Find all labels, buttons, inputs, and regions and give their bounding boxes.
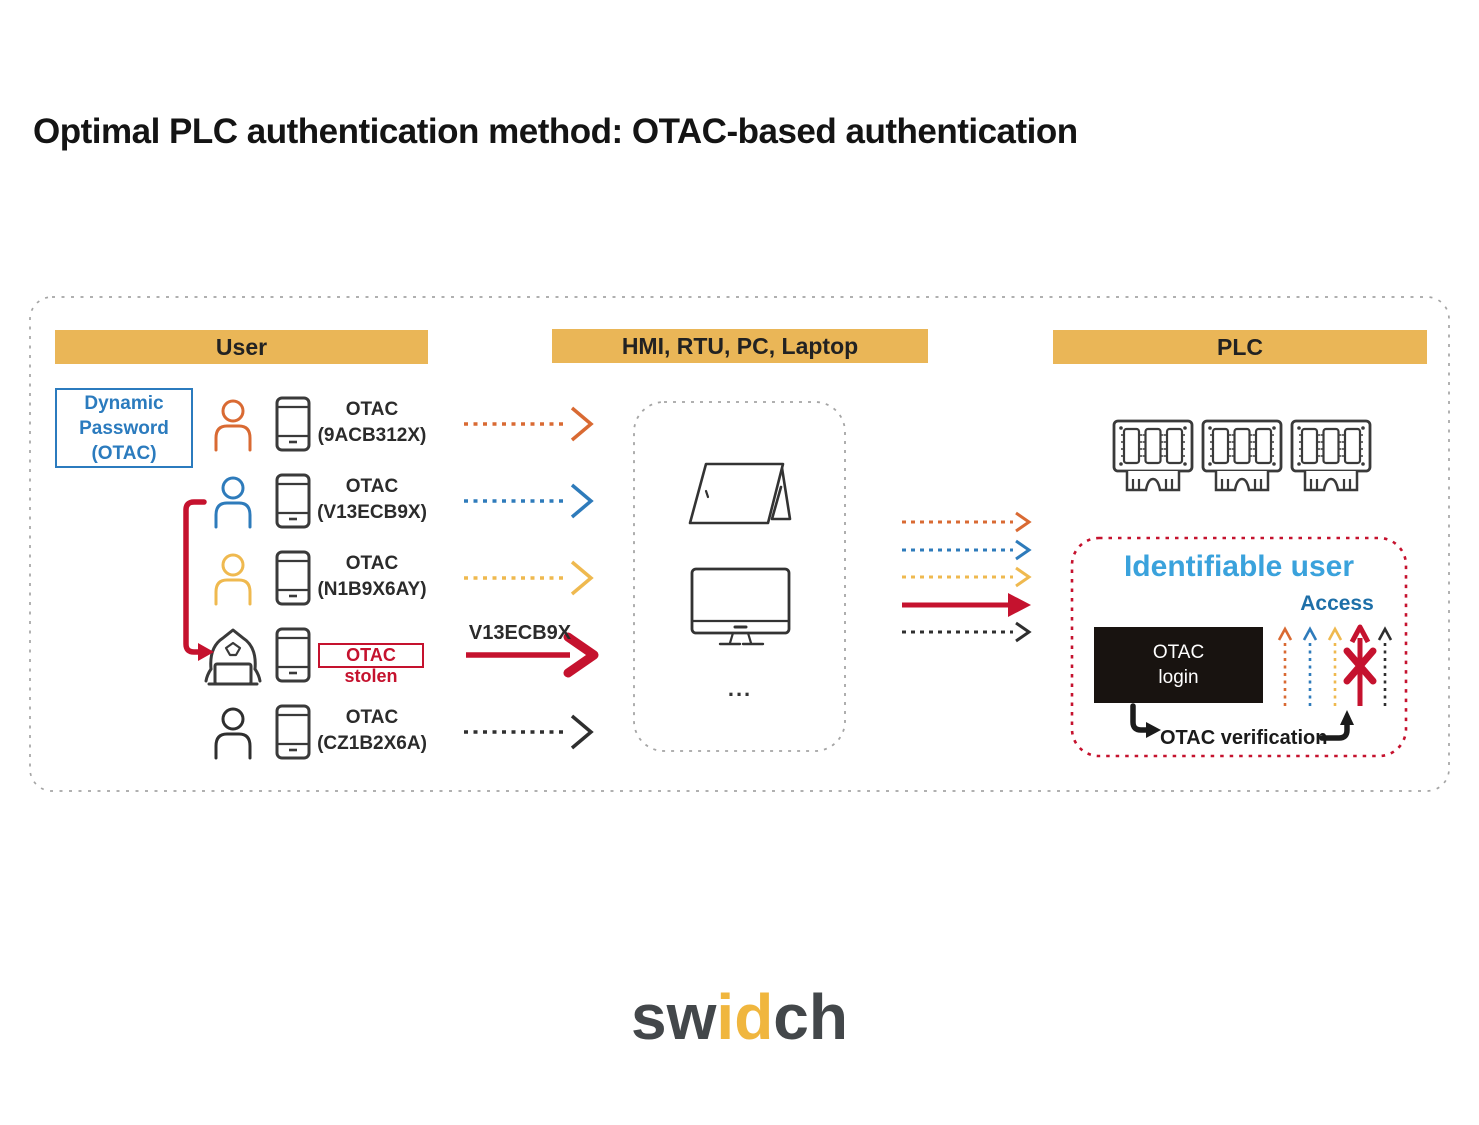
arrow-blue-dashed bbox=[464, 483, 594, 519]
access-arrows bbox=[1277, 624, 1393, 706]
phone-icon bbox=[275, 627, 311, 683]
otac-code: (N1B9X6AY) bbox=[317, 579, 427, 600]
otac-label-row2: OTAC (V13ECB9X) bbox=[312, 474, 432, 526]
phone-icons bbox=[275, 396, 311, 760]
verification-elbow-right bbox=[1319, 710, 1354, 741]
dynamic-password-line3: (OTAC) bbox=[91, 442, 157, 464]
arrow-yellow-dashed bbox=[464, 560, 594, 596]
otac-label-row3: OTAC (N1B9X6AY) bbox=[312, 551, 432, 603]
arrow-red-solid bbox=[466, 632, 599, 678]
arrow-red-solid bbox=[902, 593, 1031, 617]
access-arrow-orange bbox=[1277, 626, 1293, 706]
otac-code: (9ACB312X) bbox=[317, 425, 427, 446]
otac-code: (CZ1B2X6A) bbox=[317, 733, 427, 754]
arrow-blue-dashed bbox=[902, 539, 1032, 561]
plc-module-icon bbox=[1201, 419, 1283, 492]
user-icon-dark bbox=[214, 707, 252, 760]
swidch-logo: swidch bbox=[0, 980, 1479, 1054]
device-to-plc-arrows bbox=[902, 511, 1032, 643]
stolen-code-label: V13ECB9X bbox=[468, 622, 572, 644]
access-arrow-blue bbox=[1302, 626, 1318, 706]
otac-text: OTAC bbox=[345, 399, 399, 420]
arrow-black-dashed bbox=[902, 621, 1032, 643]
access-arrow-yellow bbox=[1327, 626, 1343, 706]
access-arrow-red-blocked bbox=[1343, 624, 1377, 706]
user-to-device-arrows bbox=[464, 406, 599, 750]
page-title: Optimal PLC authentication method: OTAC-… bbox=[33, 112, 1078, 151]
arrow-orange-dashed bbox=[902, 511, 1032, 533]
otac-label-row5: OTAC (CZ1B2X6A) bbox=[312, 705, 432, 757]
blocked-x-icon bbox=[1343, 647, 1377, 685]
device-dashed-box bbox=[633, 401, 846, 752]
dynamic-password-box: Dynamic Password (OTAC) bbox=[55, 388, 193, 468]
phone-icon bbox=[275, 704, 311, 760]
hacker-icon bbox=[204, 628, 262, 686]
otac-stolen-badge: OTAC stolen bbox=[318, 643, 424, 686]
logo-sw: sw bbox=[631, 981, 717, 1053]
phone-icon bbox=[275, 396, 311, 452]
otac-text: OTAC bbox=[345, 476, 399, 497]
arrow-black-dashed bbox=[464, 714, 594, 750]
logo-ch: ch bbox=[773, 981, 848, 1053]
user-icon-yellow bbox=[214, 553, 252, 606]
stolen-path-arrow bbox=[183, 499, 214, 661]
identifiable-user-title: Identifiable user bbox=[1123, 550, 1355, 583]
header-plc: PLC bbox=[1053, 330, 1427, 364]
identifiable-user-box-border bbox=[1070, 536, 1408, 758]
verification-elbow-left bbox=[1130, 703, 1161, 738]
plc-module-icon bbox=[1290, 419, 1372, 492]
arrow-yellow-dashed bbox=[902, 566, 1032, 588]
phone-icon bbox=[275, 473, 311, 529]
dynamic-password-line2: Password bbox=[79, 417, 169, 439]
otac-label-row1: OTAC (9ACB312X) bbox=[312, 397, 432, 449]
logo-id: id bbox=[716, 981, 774, 1053]
otac-code: (V13ECB9X) bbox=[317, 502, 427, 523]
plc-module-icon bbox=[1112, 419, 1194, 492]
otac-login-line2: login bbox=[1158, 667, 1199, 688]
access-label: Access bbox=[1300, 592, 1374, 615]
device-ellipsis: ... bbox=[727, 676, 753, 701]
phone-icon bbox=[275, 550, 311, 606]
otac-verification-label: OTAC verification bbox=[1160, 727, 1328, 749]
dynamic-password-line1: Dynamic bbox=[84, 392, 164, 414]
user-icon-blue bbox=[214, 476, 252, 529]
header-user: User bbox=[55, 330, 428, 364]
otac-text: OTAC bbox=[345, 707, 399, 728]
otac-text: OTAC bbox=[345, 553, 399, 574]
header-hmi-rtu-pc-laptop: HMI, RTU, PC, Laptop bbox=[552, 329, 928, 363]
monitor-icon bbox=[690, 567, 791, 646]
tablet-icon bbox=[688, 462, 792, 525]
otac-login-box: OTAC login bbox=[1094, 627, 1263, 703]
access-arrow-black bbox=[1377, 626, 1393, 706]
otac-login-line1: OTAC bbox=[1152, 642, 1205, 663]
user-icon-orange bbox=[214, 399, 252, 452]
arrow-orange-dashed bbox=[464, 406, 594, 442]
outer-dashed-border bbox=[29, 296, 1450, 792]
